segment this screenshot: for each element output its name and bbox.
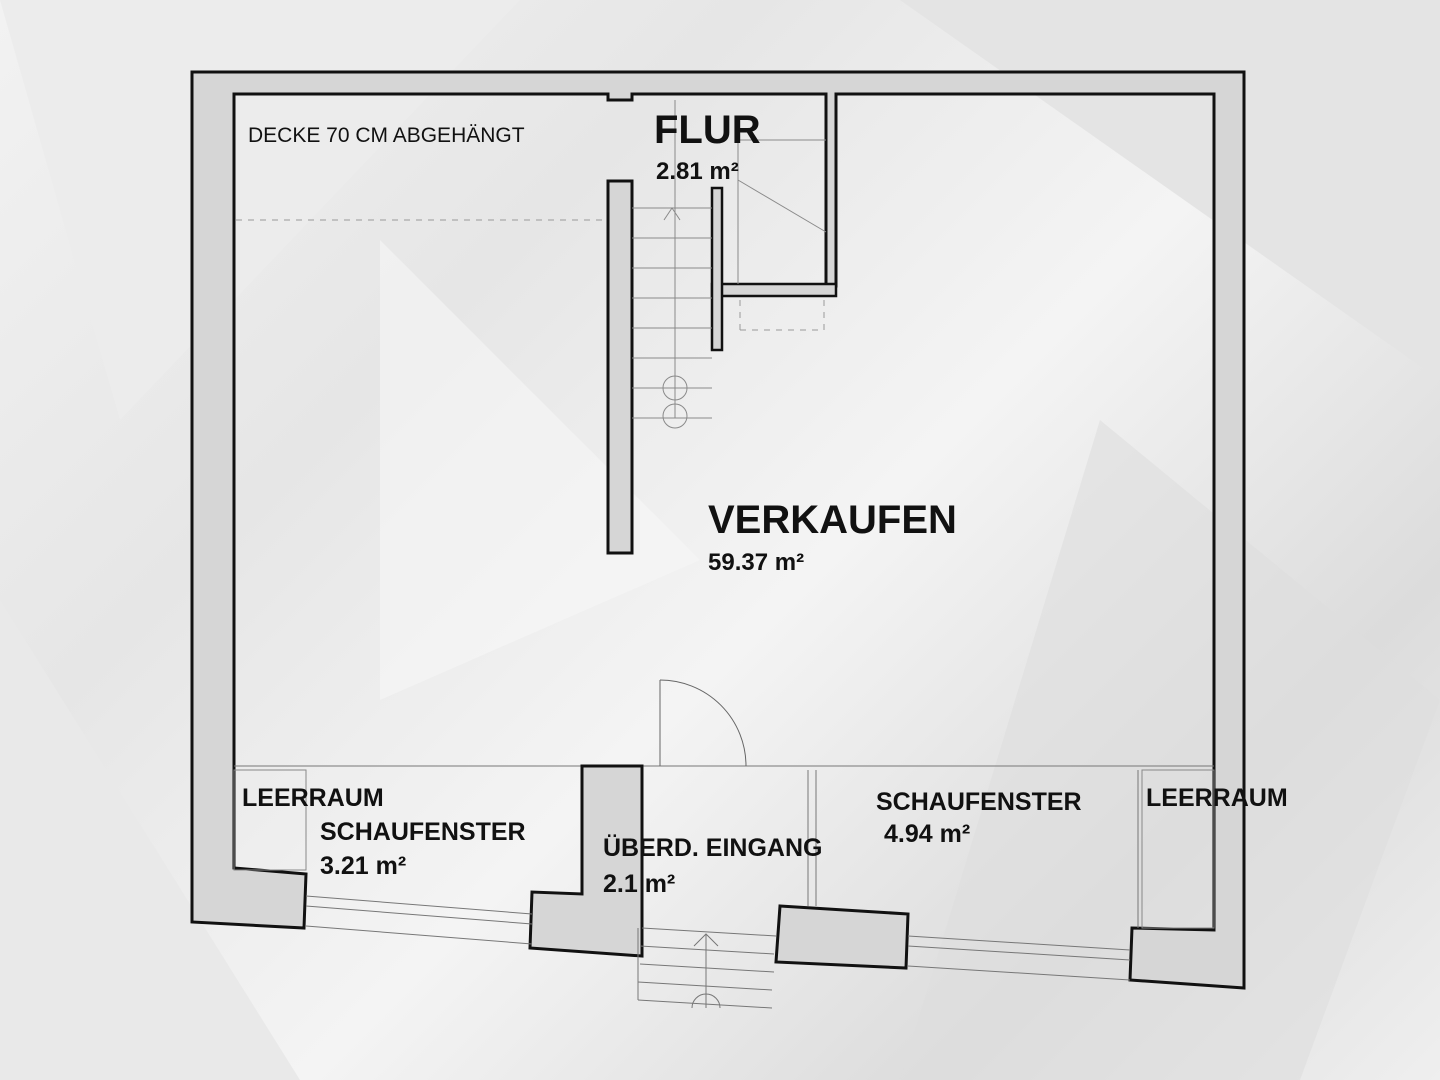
- entrance-pillar-left: [528, 764, 644, 958]
- room-flur-name: FLUR: [654, 108, 761, 152]
- room-leerraum-right-name: LEERRAUM: [1146, 784, 1288, 812]
- entrance-door: [659, 679, 747, 767]
- flur-wall-vertical: [710, 186, 724, 352]
- room-eingang-area: 2.1 m²: [603, 870, 676, 898]
- stair-partition-wall: [606, 179, 634, 555]
- room-verkaufen-name: VERKAUFEN: [708, 498, 957, 542]
- room-schaufenster-left-name: SCHAUFENSTER: [320, 818, 526, 846]
- ceiling-note: DECKE 70 CM ABGEHÄNGT: [248, 124, 525, 147]
- entrance-pillar-right: [774, 904, 910, 970]
- room-verkaufen-area: 59.37 m²: [708, 549, 805, 576]
- entrance-steps: [637, 927, 777, 1009]
- leerraum-right-box: [1141, 769, 1215, 929]
- room-eingang-name: ÜBERD. EINGANG: [603, 834, 823, 862]
- room-schaufenster-right-name: SCHAUFENSTER: [876, 788, 1082, 816]
- room-schaufenster-left-area: 3.21 m²: [320, 852, 407, 880]
- room-leerraum-left-name: LEERRAUM: [242, 784, 384, 812]
- flur-wall-horizontal: [710, 282, 838, 298]
- outer-wall: [190, 70, 1246, 990]
- room-flur-area: 2.81 m²: [656, 158, 739, 185]
- room-schaufenster-right-area: 4.94 m²: [884, 820, 971, 848]
- leerraum-left-box: [233, 769, 307, 871]
- staircase: [632, 100, 827, 429]
